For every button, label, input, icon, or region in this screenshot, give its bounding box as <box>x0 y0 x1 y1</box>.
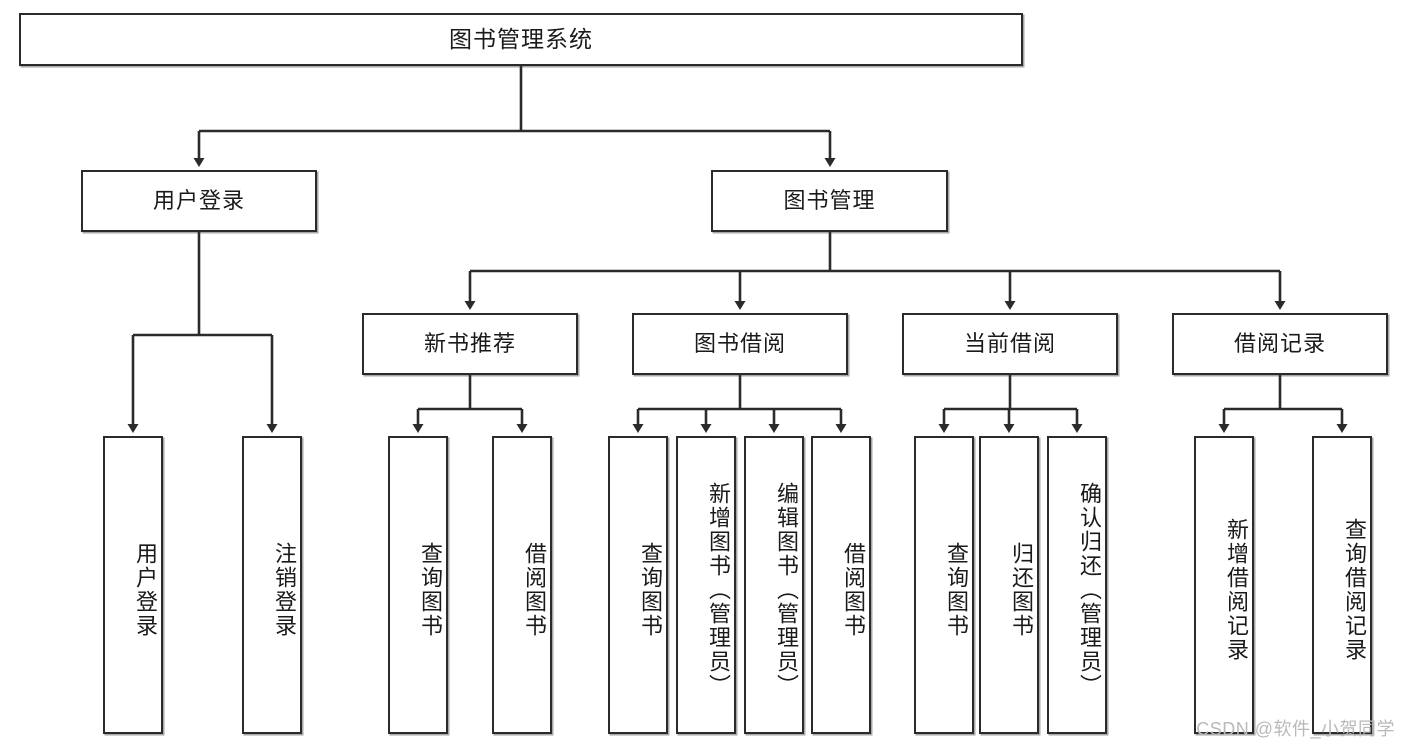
leaf-current-confirm-return-admin[interactable]: 确认归还（管理员） <box>1047 436 1107 734</box>
leaf-borrow-borrow-books[interactable]: 借阅图书 <box>811 436 871 734</box>
leaf-borrow-add-book-admin[interactable]: 新增图书（管理员） <box>676 436 736 734</box>
leaf-recommend-borrow-books[interactable]: 借阅图书 <box>492 436 552 734</box>
leaf-current-return-books[interactable]: 归还图书 <box>979 436 1039 734</box>
csdn-watermark: CSDN @软件_小贺同学 <box>1196 719 1395 739</box>
leaf-user-login-login[interactable]: 用户登录 <box>103 436 163 734</box>
node-borrow-records[interactable]: 借阅记录 <box>1172 313 1388 375</box>
node-book-borrow[interactable]: 图书借阅 <box>632 313 848 375</box>
node-new-book-recommend[interactable]: 新书推荐 <box>362 313 578 375</box>
leaf-records-add-record[interactable]: 新增借阅记录 <box>1194 436 1254 734</box>
node-current-borrow[interactable]: 当前借阅 <box>902 313 1118 375</box>
node-root-system[interactable]: 图书管理系统 <box>19 13 1023 66</box>
leaf-user-login-logout[interactable]: 注销登录 <box>242 436 302 734</box>
leaf-borrow-query-books[interactable]: 查询图书 <box>608 436 668 734</box>
leaf-recommend-query-books[interactable]: 查询图书 <box>388 436 448 734</box>
leaf-borrow-edit-book-admin[interactable]: 编辑图书（管理员） <box>744 436 804 734</box>
node-user-login[interactable]: 用户登录 <box>81 170 317 232</box>
node-book-management[interactable]: 图书管理 <box>711 170 948 232</box>
leaf-records-query-record[interactable]: 查询借阅记录 <box>1312 436 1372 734</box>
leaf-current-query-books[interactable]: 查询图书 <box>914 436 974 734</box>
